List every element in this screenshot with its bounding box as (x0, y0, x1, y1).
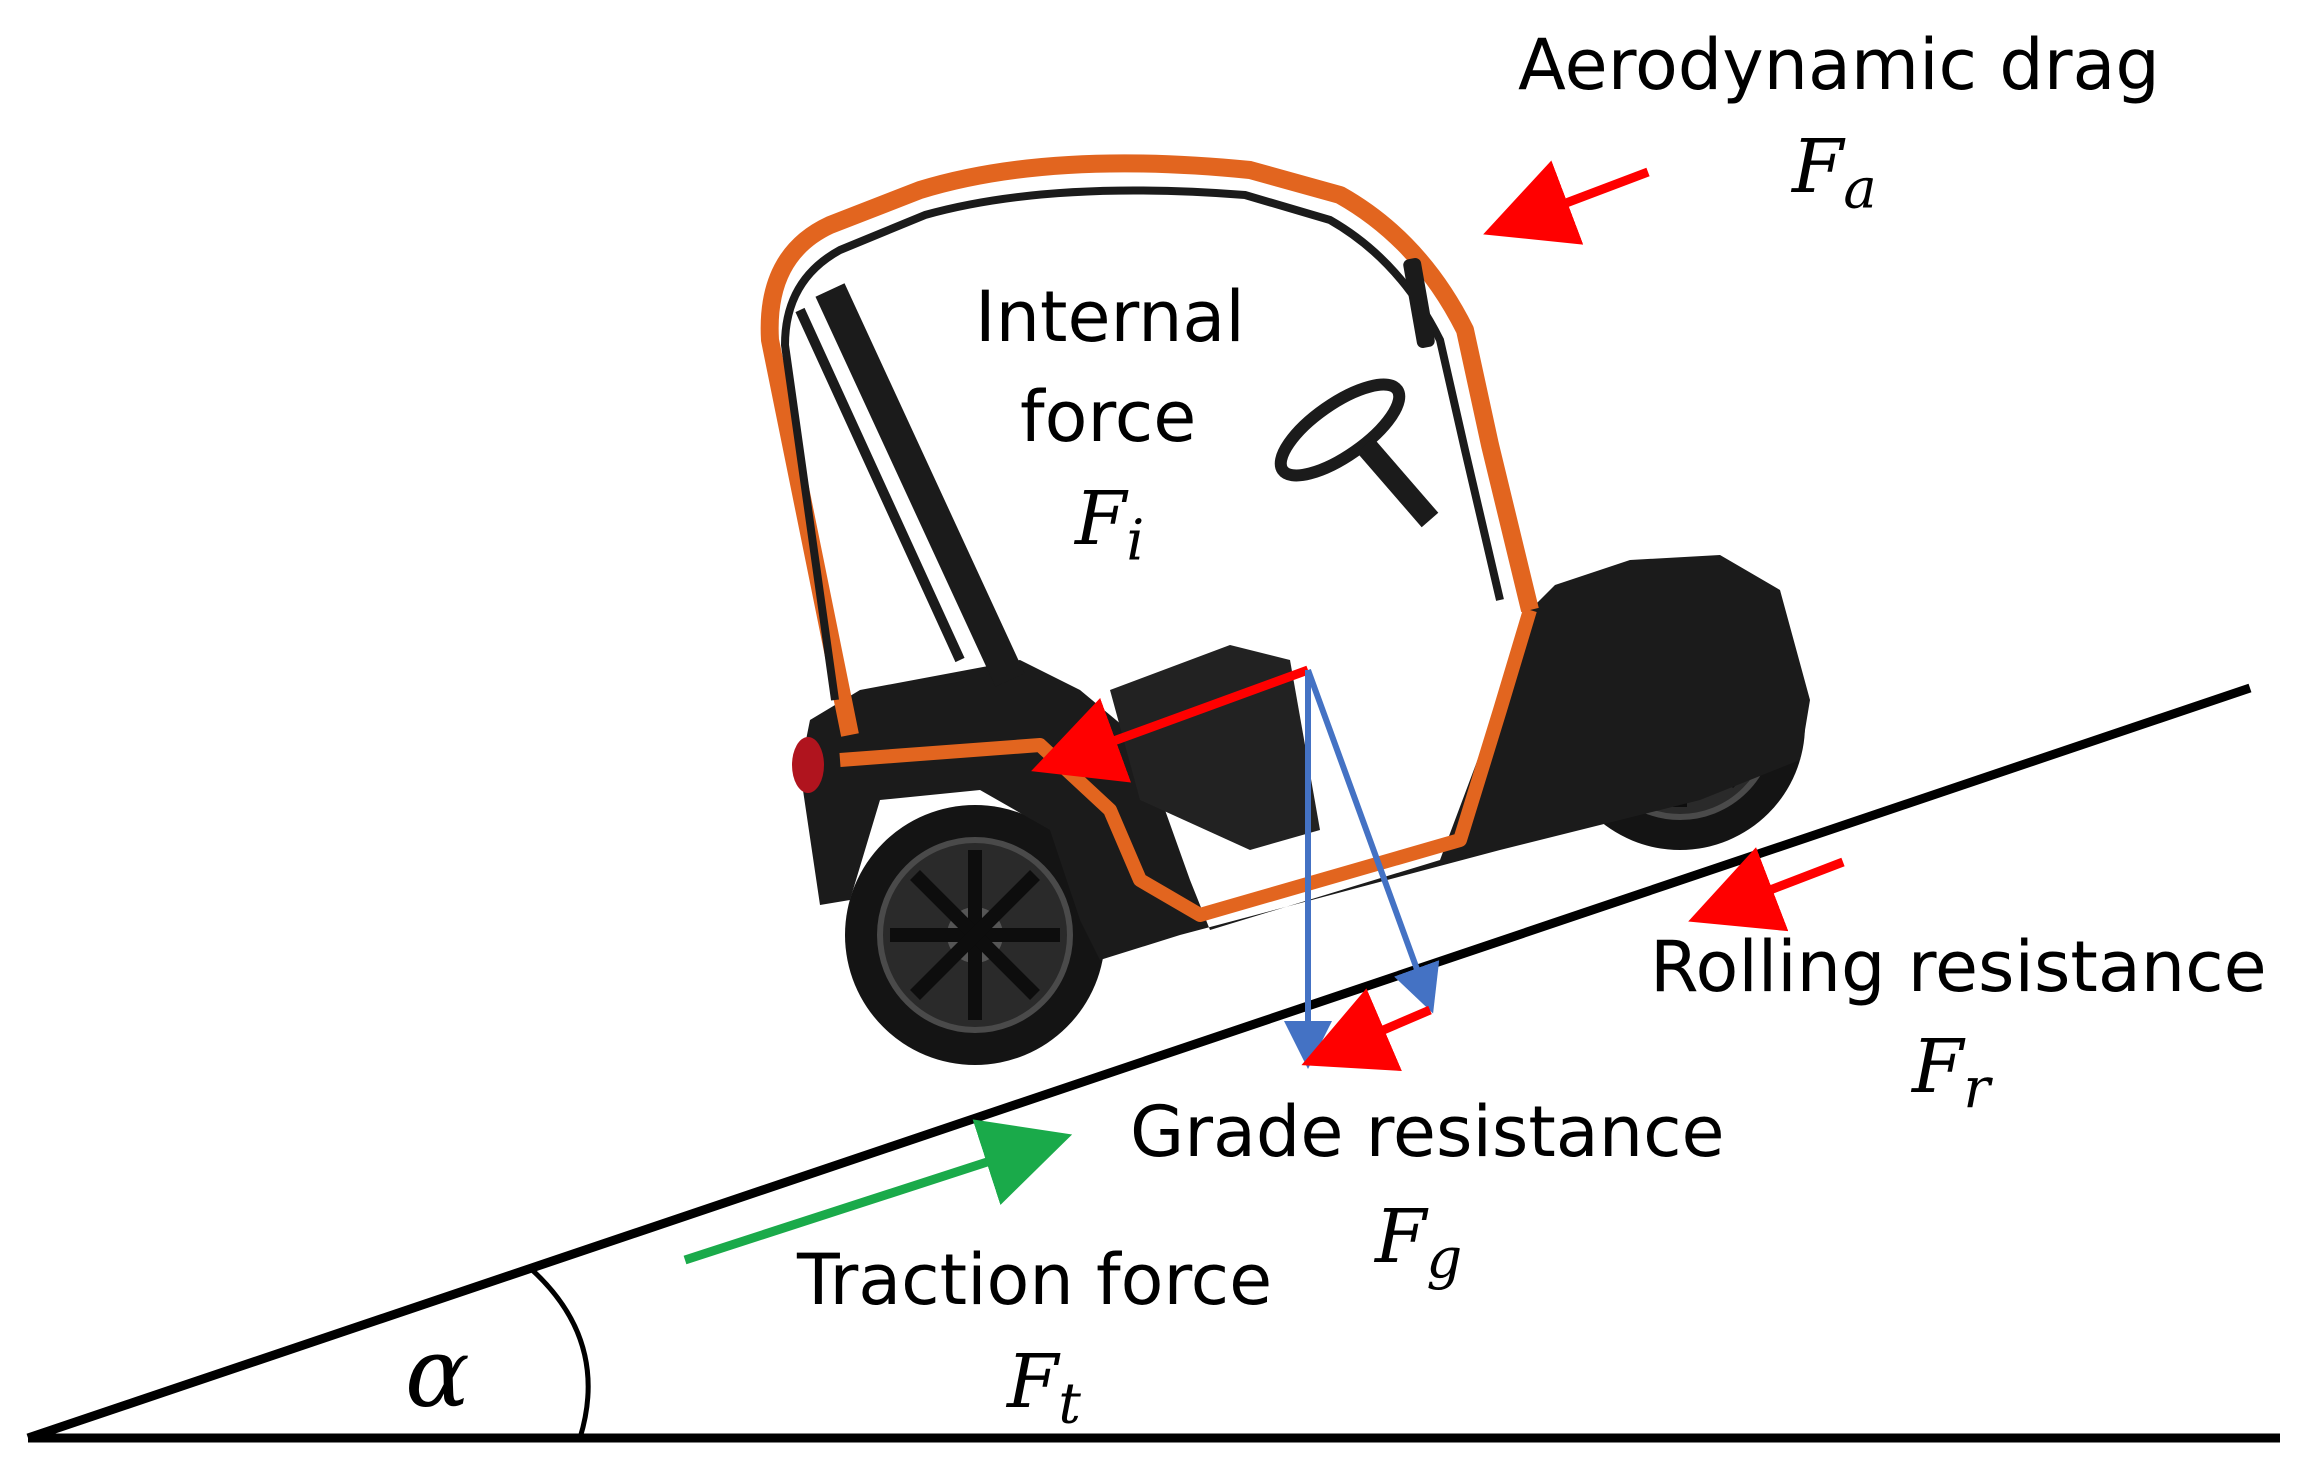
aerodynamic-drag-symbol: Fa (1792, 124, 1877, 222)
rear-wheel (845, 805, 1105, 1065)
internal-force-arrow (1031, 665, 1310, 783)
internal-force-label-line2: force (1020, 376, 1197, 458)
incline-angle-symbol: α (405, 1317, 470, 1429)
grade-resistance-arrow (1301, 988, 1432, 1071)
grade-resistance-symbol: Fg (1375, 1194, 1463, 1292)
traction-force-arrow (683, 1119, 1073, 1265)
angle-arc (528, 1266, 591, 1439)
rear-light (792, 737, 824, 793)
vehicle-seat (1110, 645, 1320, 850)
vehicle-roof-inner (780, 186, 1504, 701)
grade-resistance-label: Grade resistance (1130, 1091, 1725, 1173)
vehicle-roof-frame (760, 154, 1539, 737)
vehicle-body (800, 555, 1810, 960)
traction-force-label: Traction force (797, 1239, 1273, 1321)
aerodynamic-drag-arrow (1483, 160, 1650, 245)
internal-force-label-line1: Internal (975, 276, 1245, 358)
rolling-resistance-label: Rolling resistance (1650, 926, 2267, 1008)
incline-line (26, 683, 2252, 1443)
side-mirror (1403, 258, 1435, 348)
rolling-resistance-symbol: Fr (1912, 1024, 1991, 1122)
normal-component-arrow (1305, 668, 1440, 1014)
steering-wheel (1274, 378, 1406, 482)
vehicle-pillar (815, 283, 1025, 687)
traction-force-symbol: Ft (1007, 1339, 1081, 1437)
vehicle (760, 154, 1810, 1065)
aerodynamic-drag-label: Aerodynamic drag (1518, 24, 2160, 106)
rolling-resistance-arrow (1688, 847, 1845, 932)
internal-force-symbol: Fi (1075, 476, 1145, 574)
